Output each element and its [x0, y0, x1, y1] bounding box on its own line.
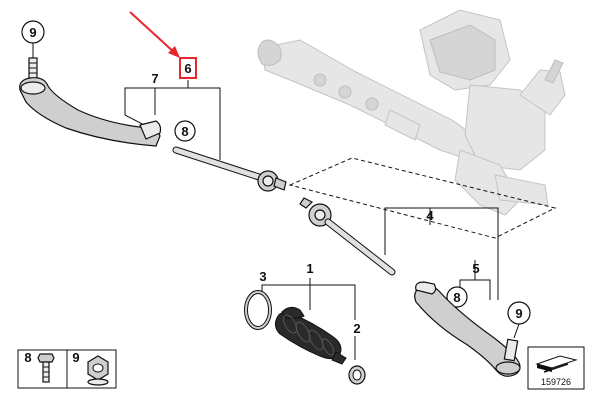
highlight-arrow: [129, 11, 180, 58]
callout-8-lower[interactable]: 8: [446, 286, 468, 308]
diagram-number: 159726: [541, 377, 571, 387]
legend-8-label: 8: [24, 350, 31, 365]
callout-8-lower-label: 8: [453, 290, 460, 305]
callout-9-lower-right[interactable]: 9: [507, 301, 531, 325]
clamp-ring[interactable]: [244, 290, 272, 330]
callout-8-upper[interactable]: 8: [174, 120, 196, 142]
callout-7-label: 7: [151, 71, 158, 86]
callout-5-label: 5: [472, 261, 479, 276]
callout-1-label: 1: [306, 261, 313, 276]
legend-9-label: 9: [72, 350, 79, 365]
callout-2-label: 2: [353, 321, 360, 336]
callout-1[interactable]: 1: [306, 261, 313, 276]
rack-detail-box: [288, 157, 557, 239]
callout-6-label: 6: [184, 61, 191, 76]
inner-tie-rod-upper[interactable]: [172, 146, 287, 192]
small-clamp[interactable]: [348, 365, 366, 385]
bolt-icon: [37, 353, 55, 383]
callout-2[interactable]: 2: [353, 321, 360, 336]
callout-7[interactable]: 7: [151, 71, 158, 86]
leader-lines-1-2-3: [261, 278, 356, 360]
callout-6[interactable]: 6: [179, 57, 197, 79]
nut-icon: [87, 355, 109, 386]
leader-lines-6-7: [124, 80, 221, 160]
inner-tie-rod-lower[interactable]: [299, 197, 396, 276]
hardware-legend: 8 9: [17, 349, 117, 389]
leader-lines-4-5: [384, 207, 499, 300]
callout-8-upper-label: 8: [181, 124, 188, 139]
callout-3[interactable]: 3: [259, 269, 266, 284]
bellows-boot[interactable]: [274, 306, 347, 365]
tie-rod-end-lower[interactable]: [414, 281, 521, 377]
diagram-direction-icon: [535, 355, 578, 373]
callout-3-label: 3: [259, 269, 266, 284]
steering-rack-ghost: [257, 9, 566, 216]
callout-9-lower-label: 9: [515, 306, 522, 321]
callout-5[interactable]: 5: [472, 261, 479, 276]
callout-9-upper-left[interactable]: 9: [21, 20, 45, 44]
diagram-id-box: 159726: [527, 346, 585, 390]
tie-rod-end-upper[interactable]: [19, 57, 162, 147]
callout-9-upper-label: 9: [29, 25, 36, 40]
